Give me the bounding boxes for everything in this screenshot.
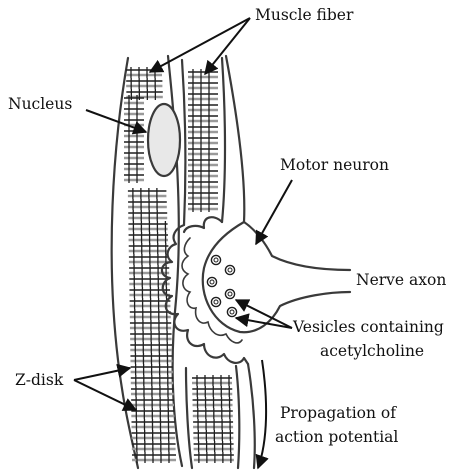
junctional-folds-top xyxy=(184,217,222,232)
motor-end-plate-folds xyxy=(162,217,248,364)
synaptic-vesicles xyxy=(207,255,236,316)
label-vesicles-line1: Vesicles containing xyxy=(292,318,444,336)
label-motor-neuron: Motor neuron xyxy=(280,156,389,174)
label-vesicles-line2: acetylcholine xyxy=(320,342,424,360)
vesicle xyxy=(211,255,220,264)
axon-terminal-top xyxy=(244,222,350,270)
vesicle xyxy=(227,307,236,316)
sarcolemma-outer-lower xyxy=(248,364,255,468)
nucleus xyxy=(148,104,180,176)
label-nerve-axon: Nerve axon xyxy=(356,271,446,289)
label-propagation-line2: action potential xyxy=(275,428,398,446)
arrow-muscle-fiber-left xyxy=(150,18,250,72)
label-nucleus: Nucleus xyxy=(8,95,72,113)
arrow-motor-neuron xyxy=(256,180,292,244)
arrow-propagation xyxy=(258,360,266,468)
right-fiber-right-edge xyxy=(222,58,225,222)
vesicle-core xyxy=(214,300,218,304)
label-muscle-fiber: Muscle fiber xyxy=(255,6,354,24)
vesicle-core xyxy=(228,292,232,296)
axon-terminal-outline xyxy=(203,222,350,332)
arrow-z-disk-2 xyxy=(74,380,136,410)
vesicle-core xyxy=(228,268,232,272)
label-propagation-line1: Propagation of xyxy=(280,404,397,422)
right-muscle-fiber xyxy=(182,56,255,468)
sarcolemma-outer xyxy=(226,56,244,222)
arrow-z-disk-1 xyxy=(74,368,130,380)
vesicle xyxy=(207,277,216,286)
vesicle-core xyxy=(210,280,214,284)
right-fiber-left-edge xyxy=(182,60,185,225)
right-fiber-lower-left-edge xyxy=(186,368,192,468)
label-z-disk: Z-disk xyxy=(15,371,64,389)
vesicle-core xyxy=(214,258,218,262)
motor-neuron-terminal xyxy=(203,222,350,332)
vesicle xyxy=(225,265,234,274)
vesicle-core xyxy=(230,310,234,314)
vesicle xyxy=(225,289,234,298)
vesicle xyxy=(211,297,220,306)
right-fiber-lower-right-edge xyxy=(236,366,239,468)
